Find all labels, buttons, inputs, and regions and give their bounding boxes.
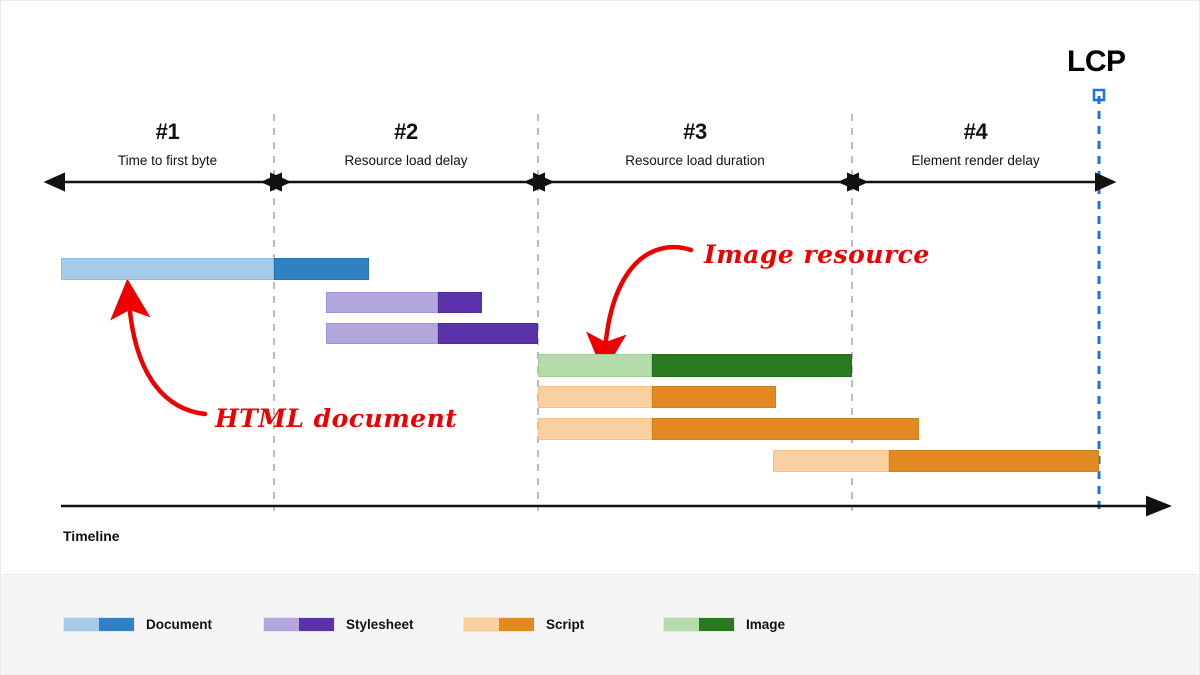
legend-label-document: Document — [146, 617, 213, 632]
phase-2-label: Resource load delay — [344, 153, 468, 168]
legend-band — [1, 574, 1199, 674]
image-bar-transfer-segment — [652, 354, 852, 377]
script-bar-3-transfer-segment — [889, 450, 1099, 472]
legend-swatch-script-dark — [499, 618, 534, 631]
lcp-title: LCP — [1067, 45, 1126, 78]
legend-item-script[interactable]: Script — [463, 617, 584, 632]
phase-4-number: #4 — [963, 119, 988, 144]
phase-2-number: #2 — [394, 119, 418, 144]
legend-item-document[interactable]: Document — [63, 617, 212, 632]
legend-swatch-document-dark — [99, 618, 134, 631]
phase-4-label: Element render delay — [911, 153, 1040, 168]
stylesheet-bar-2-wait-segment — [326, 323, 438, 344]
stylesheet-bar-1-transfer-segment — [438, 292, 482, 313]
legend-swatch-image — [663, 617, 735, 632]
legend-swatch-document-light — [64, 618, 99, 631]
image-bar — [538, 354, 852, 377]
legend-swatch-stylesheet-light — [264, 618, 299, 631]
legend-item-image[interactable]: Image — [663, 617, 785, 632]
script-bar-1-transfer-segment — [652, 386, 776, 408]
document-bar-wait-segment — [61, 258, 274, 280]
script-bar-1 — [538, 386, 776, 408]
stylesheet-bar-1 — [326, 292, 482, 313]
phase-3-label: Resource load duration — [625, 153, 765, 168]
legend-swatch-image-dark — [699, 618, 734, 631]
document-bar-transfer-segment — [274, 258, 369, 280]
legend-label-script: Script — [546, 617, 585, 632]
phase-1-number: #1 — [155, 119, 180, 144]
phase-1-label: Time to first byte — [117, 153, 218, 168]
stylesheet-bar-2 — [326, 323, 538, 344]
image-resource-annotation: Image resource — [704, 240, 930, 269]
legend-swatch-document — [63, 617, 135, 632]
legend-label-image: Image — [746, 617, 786, 632]
stylesheet-bar-2-transfer-segment — [438, 323, 538, 344]
script-bar-2 — [538, 418, 919, 440]
legend-label-stylesheet: Stylesheet — [346, 617, 414, 632]
legend-swatch-image-light — [664, 618, 699, 631]
image-bar-wait-segment — [538, 354, 652, 377]
timeline-axis-label: Timeline — [63, 528, 120, 544]
document-bar — [61, 258, 369, 280]
script-bar-2-transfer-segment — [652, 418, 919, 440]
script-bar-3-wait-segment — [773, 450, 889, 472]
html-document-annotation: HTML document — [215, 404, 458, 433]
legend-swatch-script-light — [464, 618, 499, 631]
legend-swatch-stylesheet-dark — [299, 618, 334, 631]
stylesheet-bar-1-wait-segment — [326, 292, 438, 313]
legend-swatch-script — [463, 617, 535, 632]
legend-swatch-stylesheet — [263, 617, 335, 632]
script-bar-3 — [773, 450, 1099, 472]
plot-area — [1, 1, 1199, 574]
script-bar-1-wait-segment — [538, 386, 652, 408]
legend-item-stylesheet[interactable]: Stylesheet — [263, 617, 414, 632]
script-bar-2-wait-segment — [538, 418, 652, 440]
phase-3-number: #3 — [683, 119, 707, 144]
